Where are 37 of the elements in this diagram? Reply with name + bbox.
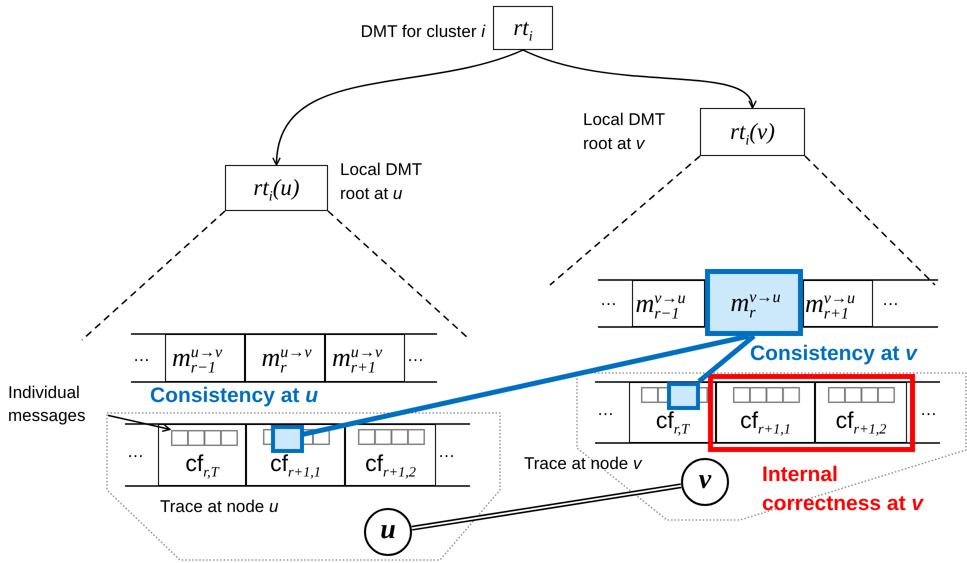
arrow xyxy=(273,49,524,166)
trace-cell: cf$_{r+1,2}$ xyxy=(345,424,436,486)
ellipsis-text: … xyxy=(597,400,614,420)
annotation-text: Consistency at u xyxy=(150,384,318,408)
arrow xyxy=(522,49,755,109)
ellipsis-text: … xyxy=(133,346,150,366)
node-caption: Local DMT root at v xyxy=(583,109,666,155)
trace-cell: cf$_{r,T}$ xyxy=(629,382,716,443)
tree-root-box: rt$_{i}$(u) xyxy=(225,165,328,211)
ellipsis-text: … xyxy=(882,290,899,310)
ellipsis-text: … xyxy=(438,442,455,462)
tree-root-box: rt$_{i}$ xyxy=(493,6,553,50)
ellipsis-text: … xyxy=(407,346,424,366)
ellipsis-text: … xyxy=(127,442,144,462)
highlighted-message-slot xyxy=(271,425,304,453)
ellipsis-text: … xyxy=(600,290,617,310)
tree-root-box: rt$_{i}$(v) xyxy=(700,108,805,156)
node-circle: u xyxy=(364,508,412,556)
trace-cell: cf$_{r,T}$ xyxy=(158,424,246,486)
trace-cell: cf$_{r+1,1}$ xyxy=(716,382,815,443)
annotation-text: Individual messages xyxy=(8,381,108,427)
node-caption: DMT for cluster i xyxy=(360,21,485,43)
double-line-connector xyxy=(412,483,682,531)
node-circle: v xyxy=(681,458,729,506)
node-caption: Local DMT root at u xyxy=(340,159,423,205)
annotation-text: Consistency at v xyxy=(750,342,917,366)
trace-cell: cf$_{r+1,1}$ xyxy=(246,424,345,486)
consistency-line xyxy=(302,334,750,437)
consistency-line xyxy=(697,334,756,384)
highlighted-message-slot xyxy=(667,382,700,410)
node-caption: Trace at node v xyxy=(524,453,644,475)
highlight-frame xyxy=(708,374,915,452)
node-caption: Internal correctness at v xyxy=(762,462,925,517)
leader-line xyxy=(108,414,171,432)
ellipsis-text: … xyxy=(920,400,937,420)
trace-cell: cf$_{r+1,2}$ xyxy=(815,382,907,443)
message-slots xyxy=(171,430,238,446)
